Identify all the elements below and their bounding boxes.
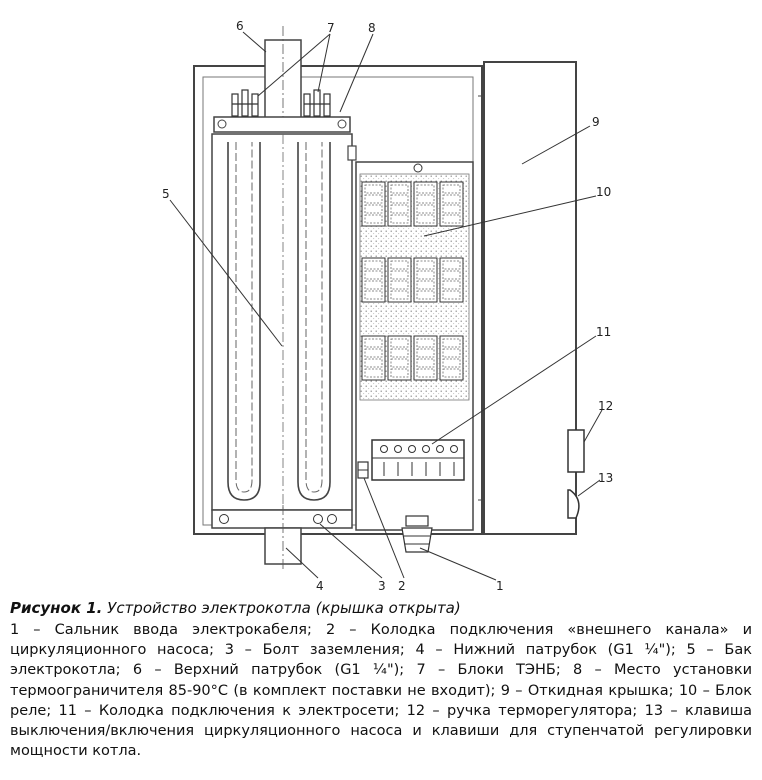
callout-6: 6 [236,19,244,33]
boiler-tank [211,133,353,511]
relay-cell [413,181,438,227]
relay-cell [387,181,412,227]
relay-cell [387,257,412,303]
caption-legend: 1 – Сальник ввода электрокабеля; 2 – Кол… [10,622,752,760]
relay-cell [413,257,438,303]
pump-switch [567,489,580,519]
relay-cell [439,257,464,303]
callout-8: 8 [368,21,376,35]
callout-2: 2 [398,579,406,593]
hinged-cover [478,61,577,535]
callout-13: 13 [598,471,613,485]
external-channel-terminal [357,461,369,479]
figure-caption: Рисунок 1. Устройство электрокотла (крыш… [10,598,752,761]
cable-gland [401,515,433,553]
callout-5: 5 [162,187,170,201]
callout-10: 10 [596,185,611,199]
top-flange [213,116,351,133]
upper-pipe [264,26,302,130]
leader-lines [169,31,603,581]
caption-title: Рисунок 1. Устройство электрокотла (крыш… [10,598,752,618]
relay-cell [361,257,386,303]
boiler-diagram: 6 7 8 9 10 5 11 12 13 1 2 3 4 [162,19,613,593]
relay-cell [361,335,386,381]
callout-9: 9 [592,115,600,129]
callout-7: 7 [327,21,335,35]
thermostat-knob [567,429,585,473]
relay-cell [413,335,438,381]
relay-cell [361,181,386,227]
lower-pipe [264,505,302,572]
bottom-flange [211,509,353,529]
mains-terminal-block [371,439,465,481]
relay-cell [439,181,464,227]
heater-block-terminals [231,89,331,117]
callout-1: 1 [496,579,504,593]
relay-block [361,181,464,381]
callout-11: 11 [596,325,611,339]
caption-figure-number: Рисунок 1. [10,599,103,617]
relay-cell [387,335,412,381]
relay-cell [439,335,464,381]
callout-3: 3 [378,579,386,593]
caption-figure-title: Устройство электрокотла (крышка открыта) [107,599,461,617]
callout-4: 4 [316,579,324,593]
thermostat-mount [347,145,357,161]
callout-12: 12 [598,399,613,413]
